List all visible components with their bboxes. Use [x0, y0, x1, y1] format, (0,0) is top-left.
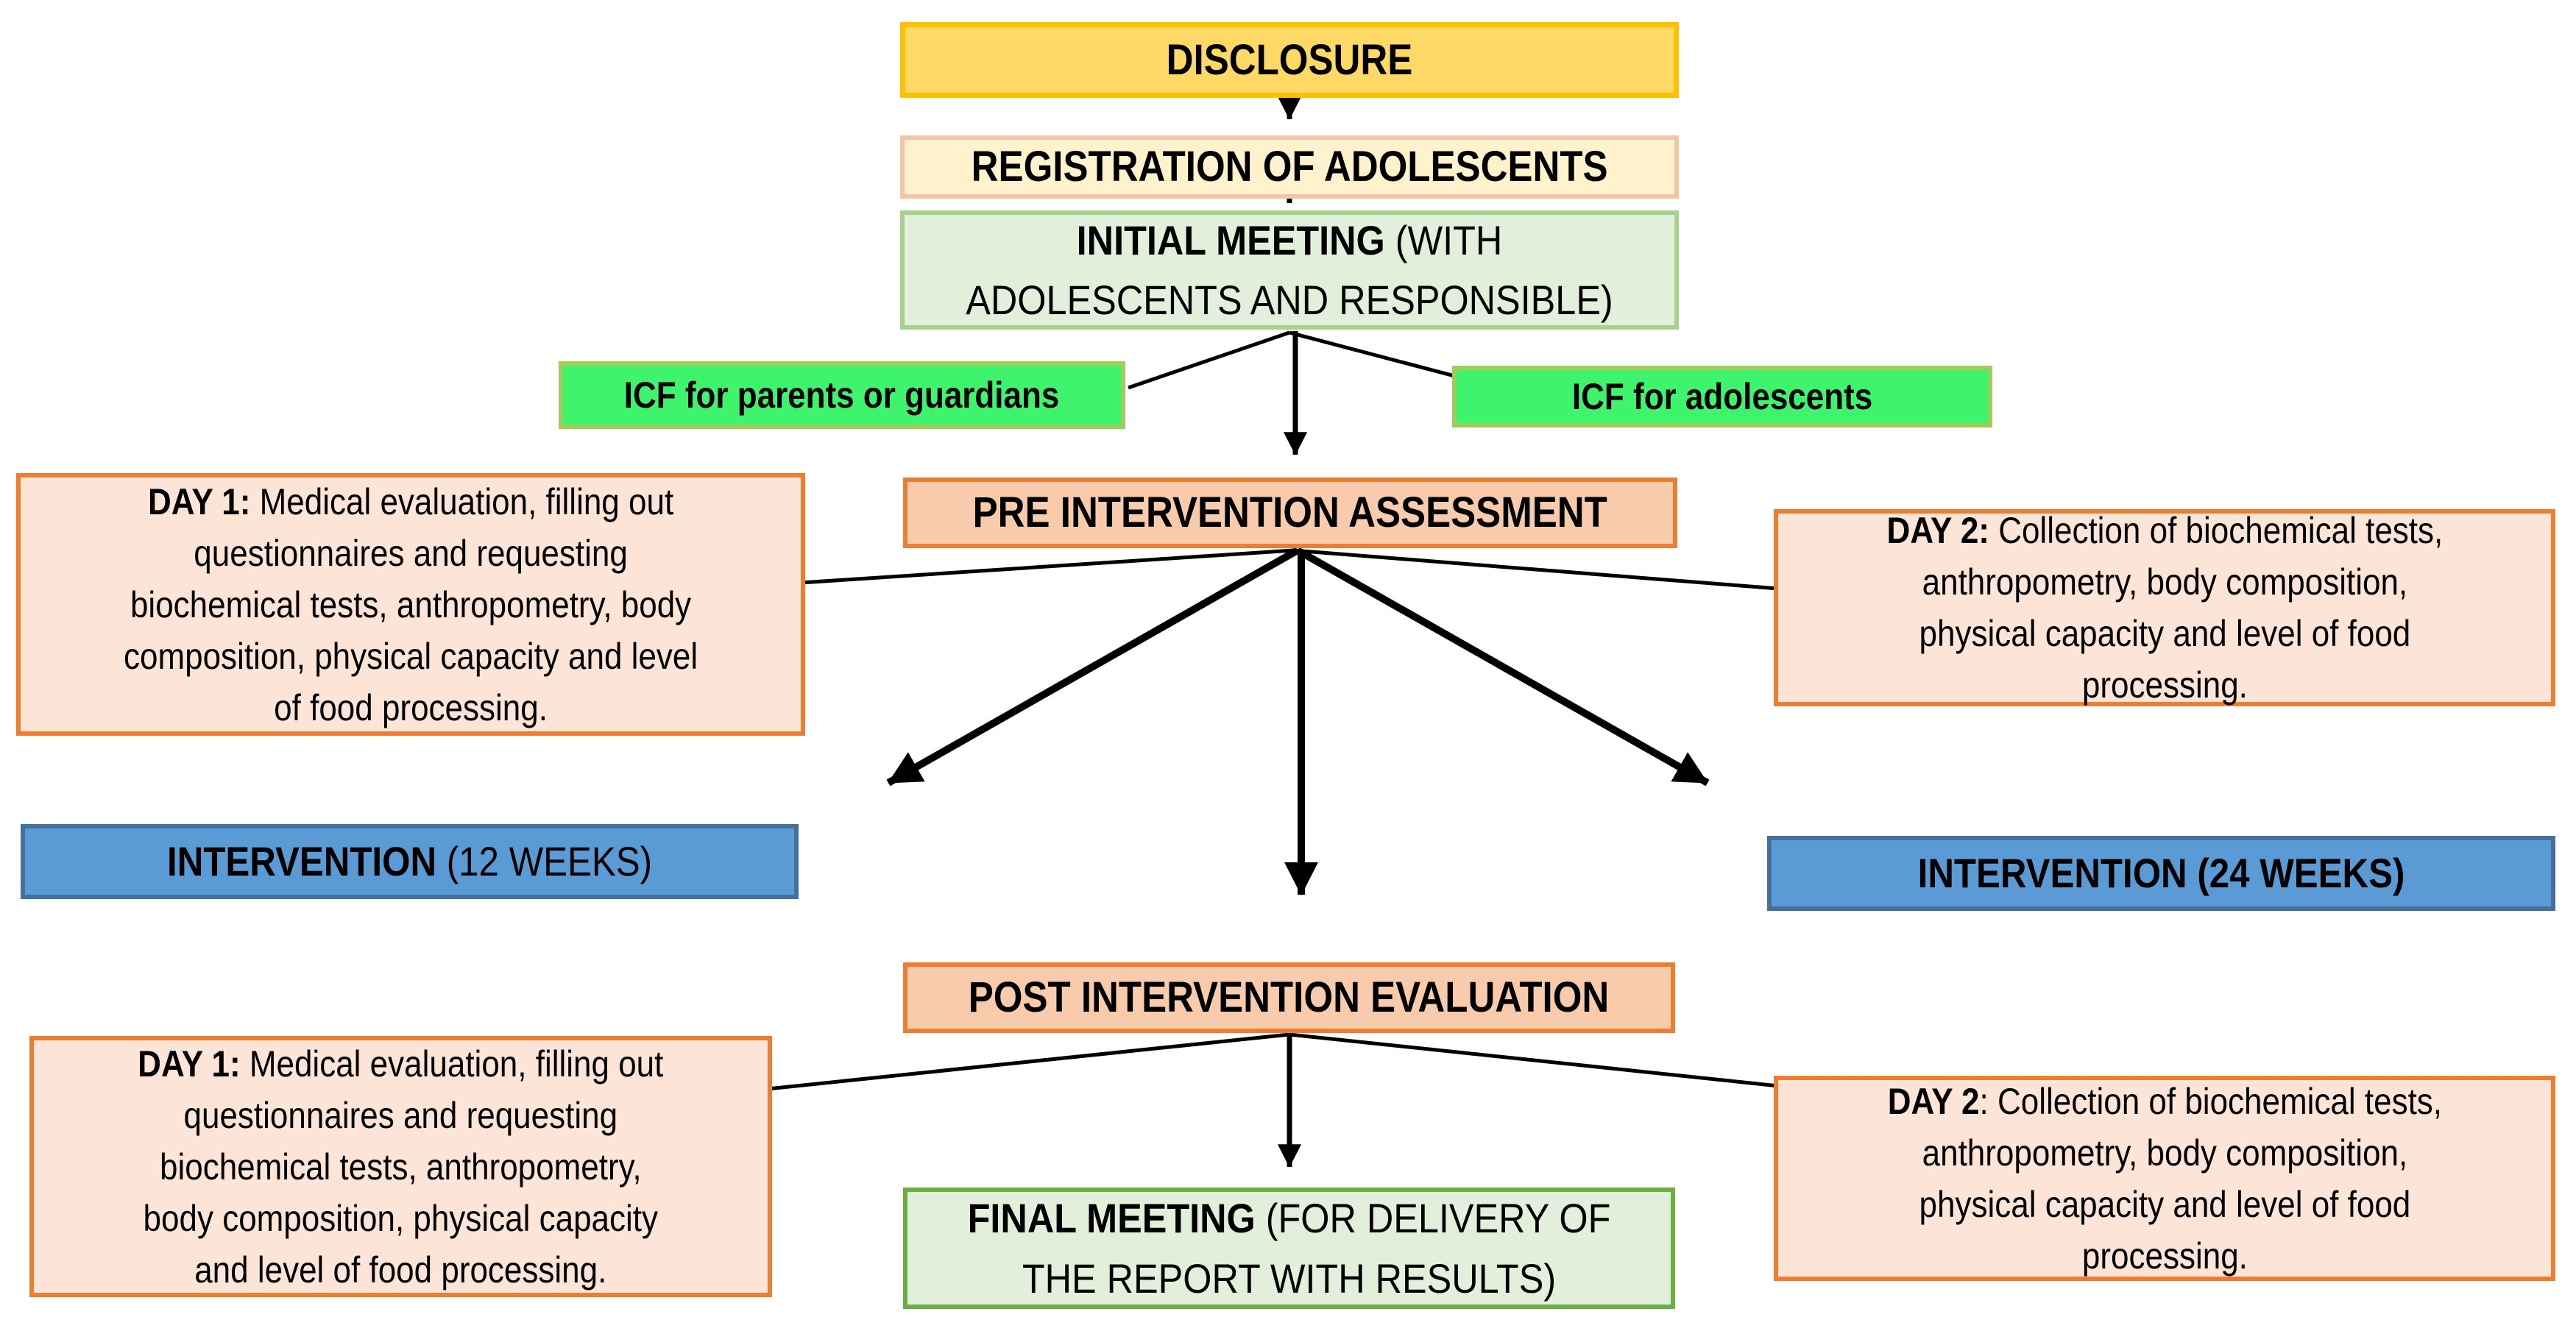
day2-post-label: DAY 2: Collection of biochemical tests, …	[1887, 1080, 2442, 1277]
pre-intervention-assessment-box: PRE INTERVENTION ASSESSMENT	[903, 478, 1677, 548]
day1-post-box: DAY 1: Medical evaluation, filling out q…	[29, 1036, 772, 1297]
icf-adolescents-box: ICF for adolescents	[1452, 366, 1992, 427]
final-meeting-box: FINAL MEETING (FOR DELIVERY OF THE REPOR…	[903, 1188, 1675, 1309]
line-initial-meeting-to-icf-parents	[1128, 330, 1290, 390]
post-intervention-evaluation-label: POST INTERVENTION EVALUATION	[969, 973, 1610, 1022]
line-initial-meeting-to-icf-adolescents	[1289, 330, 1458, 379]
arrow-pre-assessment-to-intervention-24w	[1295, 547, 1710, 787]
intervention-12-weeks-box: INTERVENTION (12 WEEKS)	[21, 824, 799, 899]
day1-post-label: DAY 1: Medical evaluation, filling out q…	[138, 1043, 664, 1291]
intervention-24-weeks-box: INTERVENTION (24 WEEKS)	[1767, 836, 2555, 911]
day1-pre-box: DAY 1: Medical evaluation, filling out q…	[16, 473, 805, 736]
intervention-24-weeks-label: INTERVENTION (24 WEEKS)	[1917, 850, 2405, 897]
arrow-pre-assessment-to-intervention-12w	[886, 547, 1300, 787]
registration-box: REGISTRATION OF ADOLESCENTS	[900, 135, 1679, 199]
day2-post-box: DAY 2: Collection of biochemical tests, …	[1774, 1076, 2555, 1281]
pre-intervention-assessment-label: PRE INTERVENTION ASSESSMENT	[972, 489, 1608, 537]
icf-parents-box: ICF for parents or guardians	[559, 361, 1125, 429]
initial-meeting-box: INITIAL MEETING (WITH ADOLESCENTS AND RE…	[900, 210, 1679, 330]
icf-adolescents-label: ICF for adolescents	[1571, 376, 1873, 417]
day2-pre-label: DAY 2: Collection of biochemical tests, …	[1886, 510, 2443, 706]
registration-label: REGISTRATION OF ADOLESCENTS	[971, 143, 1608, 191]
icf-parents-label: ICF for parents or guardians	[624, 375, 1060, 416]
disclosure-box: DISCLOSURE	[900, 22, 1679, 98]
disclosure-label: DISCLOSURE	[1166, 35, 1413, 84]
line-post-evaluation-to-day1	[767, 1032, 1290, 1091]
day2-pre-box: DAY 2: Collection of biochemical tests, …	[1774, 509, 2555, 706]
post-intervention-evaluation-box: POST INTERVENTION EVALUATION	[903, 962, 1675, 1033]
line-pre-assessment-to-day2	[1292, 548, 1779, 591]
final-meeting-label: FINAL MEETING (FOR DELIVERY OF THE REPOR…	[967, 1195, 1611, 1302]
line-post-evaluation-to-day2	[1289, 1032, 1779, 1088]
day1-pre-label: DAY 1: Medical evaluation, filling out q…	[123, 480, 698, 728]
initial-meeting-label: INITIAL MEETING (WITH ADOLESCENTS AND RE…	[966, 216, 1613, 323]
intervention-12-weeks-label: INTERVENTION (12 WEEKS)	[166, 838, 653, 885]
line-pre-assessment-to-day1	[800, 548, 1294, 585]
